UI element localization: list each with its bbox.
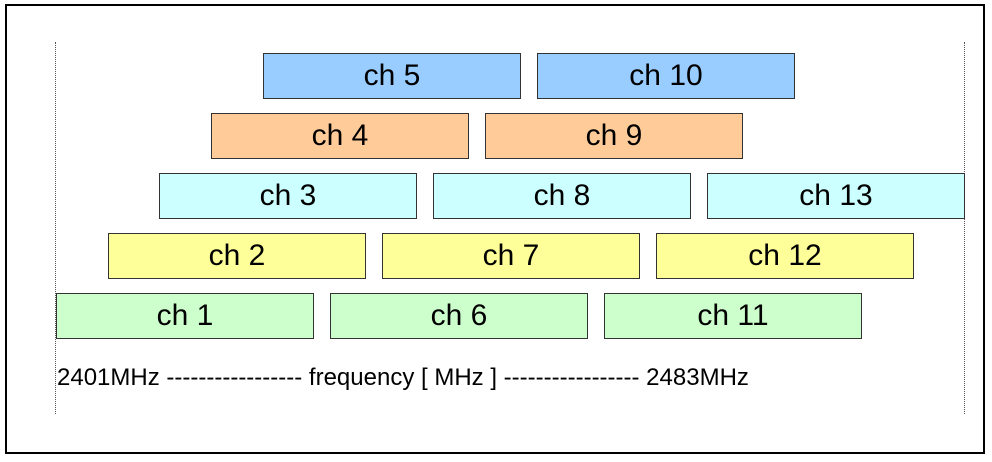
channel-12-bar: ch 12 [656,233,914,279]
channel-13-bar: ch 13 [707,173,965,219]
channel-4-label: ch 4 [311,119,369,152]
channel-11-label: ch 11 [697,299,769,332]
channel-1-label: ch 1 [156,299,214,332]
channel-5-bar: ch 5 [263,53,521,99]
channel-6-label: ch 6 [430,299,488,332]
channel-7-label: ch 7 [482,239,540,272]
channel-5-label: ch 5 [363,59,421,92]
channel-10-label: ch 10 [629,59,703,92]
channel-7-bar: ch 7 [382,233,640,279]
channel-2-bar: ch 2 [108,233,366,279]
frequency-axis-label: 2401MHz ----------------- frequency [ MH… [57,364,749,391]
channel-3-label: ch 3 [259,179,317,212]
channel-2-label: ch 2 [208,239,266,272]
left-band-edge-line [55,42,56,414]
channel-10-bar: ch 10 [537,53,795,99]
channel-3-bar: ch 3 [159,173,417,219]
channel-1-bar: ch 1 [56,293,314,339]
channel-9-label: ch 9 [585,119,643,152]
channel-8-bar: ch 8 [433,173,691,219]
channel-6-bar: ch 6 [330,293,588,339]
right-band-edge-line [964,42,965,414]
channel-4-bar: ch 4 [211,113,469,159]
channel-8-label: ch 8 [533,179,591,212]
channel-13-label: ch 13 [799,179,873,212]
channel-12-label: ch 12 [748,239,822,272]
channel-9-bar: ch 9 [485,113,743,159]
channel-11-bar: ch 11 [604,293,862,339]
